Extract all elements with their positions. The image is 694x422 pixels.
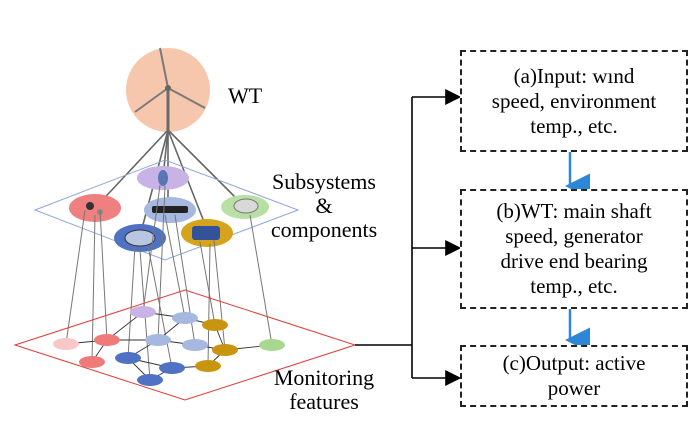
subsystem-components [69,166,269,252]
monitoring-label: Monitoring features [262,366,386,414]
input-box: (a)Input: wınd speed, environment temp.,… [460,50,688,152]
input-box-text: (a)Input: wınd speed, environment temp.,… [491,63,657,138]
feature-node [182,339,208,351]
feature-node [159,362,185,374]
subsystems-label: Subsystems & components [262,170,386,242]
feature-node [137,374,163,386]
wt-box: (b)WT: main shaft speed, generator drive… [460,189,688,309]
feature-node [53,338,79,350]
subsystems-label-text: Subsystems & components [270,169,378,242]
bracket-connector [355,89,462,386]
feature-node [202,319,228,331]
feature-node [130,306,156,318]
feature-node [145,334,171,346]
feature-node [172,312,198,324]
feature-node [94,334,120,346]
feature-node [115,352,141,364]
monitoring-label-text: Monitoring features [273,365,375,414]
feature-node [79,356,105,368]
output-box-text: (c)Output: active power [502,351,646,400]
wt-label: WT [228,83,263,108]
component-red [69,194,121,222]
output-box: (c)Output: active power [460,345,688,407]
feature-node [259,339,285,351]
feature-nodes [53,306,285,386]
feature-node [212,344,238,356]
wt-box-text: (b)WT: main shaft speed, generator drive… [496,199,652,298]
subsystem-to-feature-links [65,184,273,381]
wind-turbine-node [126,47,210,132]
feature-node [195,360,221,372]
